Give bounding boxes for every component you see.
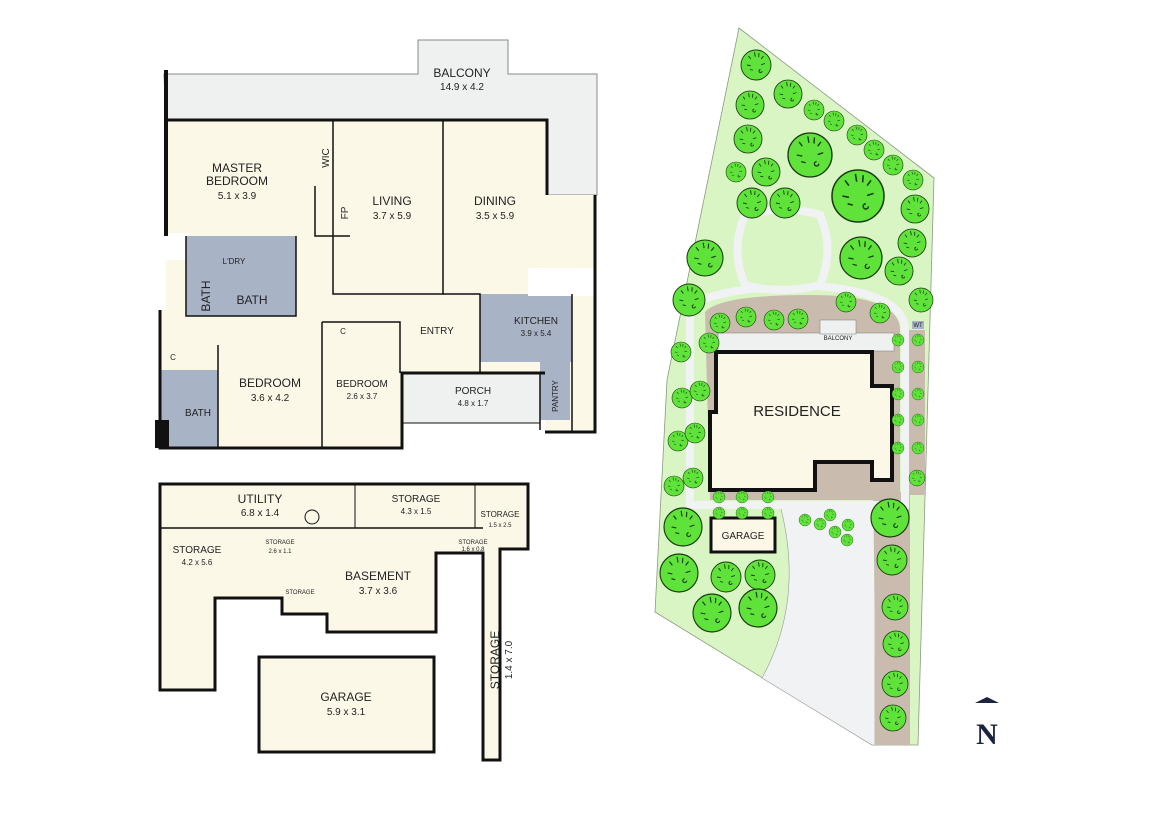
- bedroom-3-label: BEDROOM: [336, 379, 388, 390]
- kitchen-area: [480, 294, 572, 362]
- garage-lower: [257, 655, 436, 754]
- basement-label: BASEMENT: [345, 569, 412, 583]
- bedroom-3-dims: 2.6 x 3.7: [347, 392, 378, 401]
- site-garage-label: GARAGE: [722, 531, 765, 542]
- balcony-dims: 14.9 x 4.2: [440, 82, 484, 93]
- bath-label-3: BATH: [185, 408, 211, 419]
- storage-d-dims: 2.6 x 1.1: [268, 549, 292, 555]
- basement-dims: 3.7 x 3.6: [359, 586, 398, 597]
- kitchen-dims: 3.9 x 5.4: [521, 329, 552, 338]
- storage-c-label: STORAGE: [173, 545, 222, 556]
- residence-footprint: [708, 350, 894, 492]
- porch-dims: 4.8 x 1.7: [458, 399, 489, 408]
- residence-label: RESIDENCE: [753, 403, 841, 420]
- garage-dims: 5.9 x 3.1: [327, 707, 366, 718]
- master-bedroom-dims: 5.1 x 3.9: [218, 191, 257, 202]
- upper-floor-plan: BALCONY 14.9 x 4.2 MASTER BEDROOM 5.1 x …: [155, 39, 598, 450]
- storage-b-dims: 1.5 x 2.5: [488, 523, 512, 529]
- north-label: N: [976, 718, 998, 751]
- dining-label: DINING: [474, 194, 516, 208]
- utility-label: UTILITY: [238, 492, 283, 506]
- bedroom-2-dims: 3.6 x 4.2: [251, 393, 290, 404]
- master-bedroom-label: MASTER: [212, 161, 262, 175]
- fireplace-label: FP: [340, 206, 351, 219]
- bath-label-1: BATH: [199, 280, 213, 311]
- balcony-label: BALCONY: [433, 66, 490, 80]
- electric-meter-icon: [304, 509, 320, 525]
- utility-dims: 6.8 x 1.4: [241, 508, 280, 519]
- driveway: [761, 504, 876, 746]
- porch-area: [401, 372, 541, 424]
- site-balcony-label: BALCONY: [824, 336, 853, 342]
- storage-f-label: STORAGE: [285, 590, 314, 596]
- storage-b-label: STORAGE: [481, 510, 520, 519]
- storage-g-label: STORAGE: [488, 631, 502, 689]
- kitchen-label: KITCHEN: [514, 316, 558, 327]
- pantry-label: PANTRY: [551, 379, 560, 411]
- dining-dims: 3.5 x 5.9: [476, 211, 515, 222]
- lower-floor-plan: UTILITY 6.8 x 1.4 STORAGE 4.3 x 1.5 STOR…: [158, 482, 530, 762]
- north-compass: N: [975, 697, 999, 751]
- bedroom-2-label: BEDROOM: [239, 376, 301, 390]
- living-label: LIVING: [372, 194, 411, 208]
- bath-laundry-area: [186, 236, 296, 316]
- wic-label: WIC: [321, 148, 332, 167]
- master-bedroom-label-2: BEDROOM: [206, 174, 268, 188]
- storage-g-dims: 1.4 x 7.0: [504, 640, 515, 679]
- storage-c-dims: 4.2 x 5.6: [182, 558, 213, 567]
- storage-e-label: STORAGE: [458, 540, 487, 546]
- storage-d-label: STORAGE: [265, 540, 294, 546]
- storage-e-dims: 1.6 x 0.8: [461, 547, 485, 553]
- bath-label-2: BATH: [236, 293, 267, 307]
- wt-label: WT: [913, 323, 923, 329]
- laundry-label: L'DRY: [223, 257, 246, 266]
- closet-label-1: C: [340, 327, 346, 336]
- storage-a-dims: 4.3 x 1.5: [401, 507, 432, 516]
- north-arrow-icon: [975, 697, 999, 703]
- garage-label: GARAGE: [320, 690, 371, 704]
- entry-label: ENTRY: [420, 326, 454, 337]
- living-dims: 3.7 x 5.9: [373, 211, 412, 222]
- porch-label: PORCH: [455, 386, 491, 397]
- storage-a-label: STORAGE: [392, 494, 441, 505]
- closet-label-2: C: [170, 353, 176, 362]
- site-plan: BALCONY WT RESIDENCE GARAGE: [654, 27, 935, 746]
